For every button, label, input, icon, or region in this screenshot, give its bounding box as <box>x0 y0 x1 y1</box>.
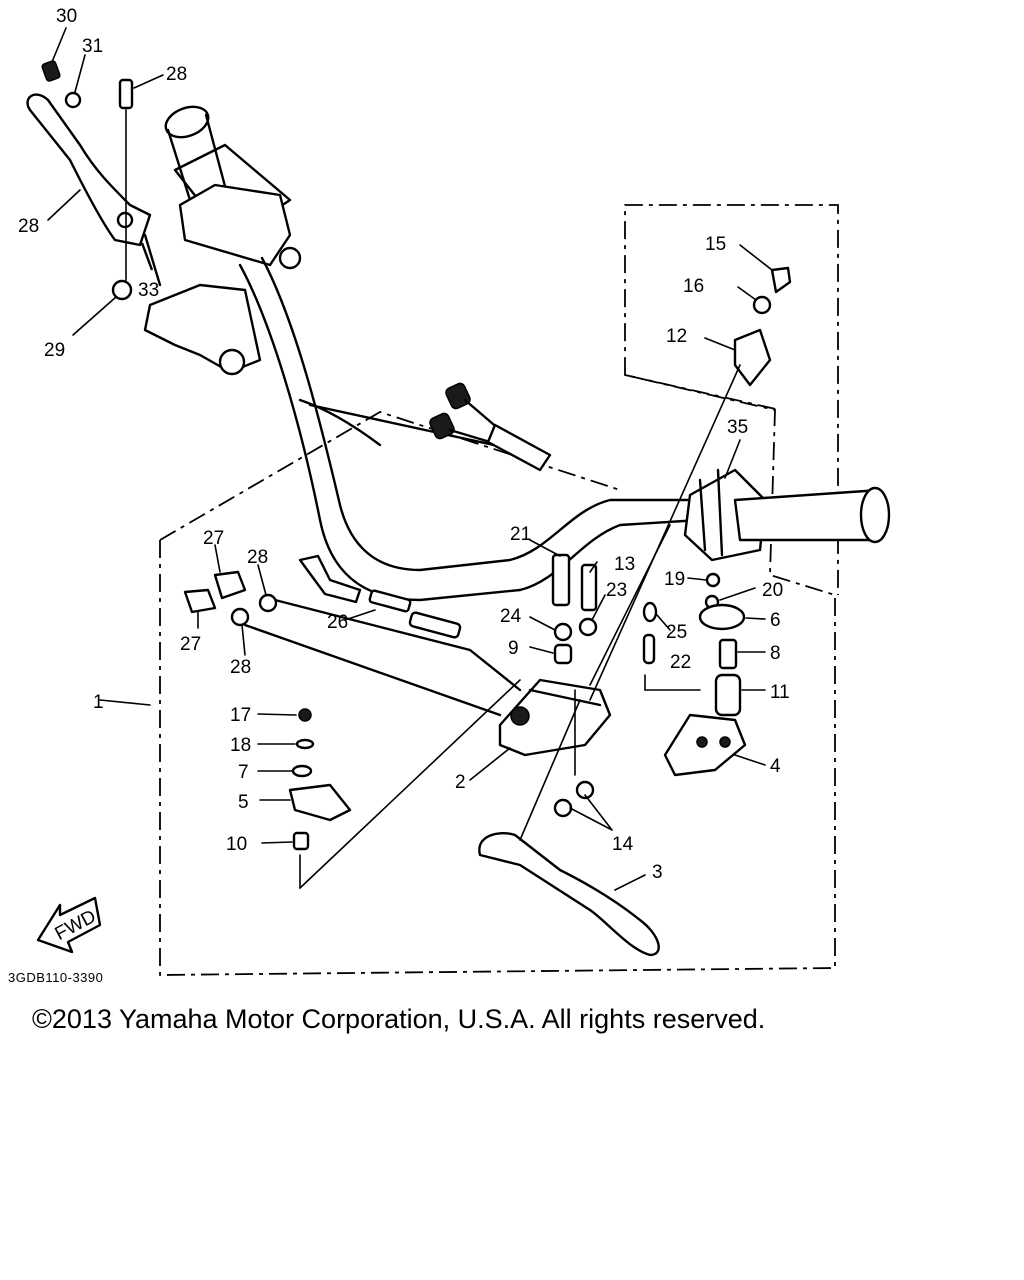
callout-28-upper: 28 <box>247 547 268 568</box>
nut-14a <box>553 798 573 818</box>
callout-23: 23 <box>606 580 627 601</box>
callout-33: 31 <box>82 36 103 57</box>
pin-22 <box>642 633 656 665</box>
brake-hose-26 <box>243 623 502 717</box>
nut-14b <box>575 780 595 800</box>
spring-11 <box>714 673 742 717</box>
washer-24 <box>553 622 573 642</box>
callout-29: 28 <box>18 216 39 237</box>
callout-35: 35 <box>727 417 748 438</box>
callout-19: 19 <box>664 569 685 590</box>
lever-holder-4 <box>663 713 747 777</box>
callout-2: 2 <box>455 772 466 793</box>
callout-8: 8 <box>770 643 781 664</box>
washer-23 <box>578 617 598 637</box>
diagram-canvas: FWD 30 31 28 28 33 29 15 16 12 35 21 13 … <box>18 6 891 976</box>
callout-28-lower: 28 <box>230 657 251 678</box>
nut-31 <box>111 279 133 301</box>
wire-connectors <box>429 382 552 472</box>
union-bolt-27a <box>213 570 247 600</box>
bolt-21 <box>551 553 571 607</box>
callout-22: 22 <box>670 652 691 673</box>
screw-19 <box>705 572 721 588</box>
bracket-5 <box>288 783 352 822</box>
callout-3: 3 <box>652 862 663 883</box>
callout-7: 7 <box>238 762 249 783</box>
wire-switch-lead <box>298 554 362 604</box>
callout-1: 1 <box>93 692 104 713</box>
callout-6: 6 <box>770 610 781 631</box>
switch-8 <box>718 638 738 670</box>
washer-33 <box>64 91 82 109</box>
callout-4: 4 <box>770 756 781 777</box>
gasket-28b <box>230 607 250 627</box>
master-cylinder-2 <box>498 678 612 757</box>
leader-lines <box>47 27 773 891</box>
callout-18: 18 <box>230 735 251 756</box>
gasket-28a <box>258 593 278 613</box>
nut-10 <box>292 831 310 851</box>
callout-25: 25 <box>666 622 687 643</box>
copyright-notice: ©2013 Yamaha Motor Corporation, U.S.A. A… <box>32 1004 766 1034</box>
right-switch-grip <box>683 468 891 562</box>
callout-15: 15 <box>705 234 726 255</box>
callout-24: 24 <box>500 606 522 627</box>
handlebar <box>143 105 702 602</box>
bolt-15 <box>770 266 792 294</box>
brake-lever-3 <box>478 832 660 957</box>
callout-32: 30 <box>56 6 77 27</box>
spring-34 <box>140 242 154 271</box>
callout-20: 20 <box>762 580 783 601</box>
callout-31: 29 <box>44 340 65 361</box>
clutch-lever-29 <box>26 93 162 287</box>
callout-11: 11 <box>770 682 790 703</box>
callout-10: 10 <box>226 834 247 855</box>
callout-21: 21 <box>510 524 531 545</box>
oring-25 <box>642 601 658 623</box>
drawing-code: 3GDB110-3390 <box>8 970 104 985</box>
callout-27-upper: 27 <box>203 528 224 549</box>
washer-7 <box>291 764 313 778</box>
callout-12: 12 <box>666 326 687 347</box>
callout-34: 33 <box>138 280 159 301</box>
screw-17 <box>298 708 312 722</box>
callout-13: 13 <box>614 554 635 575</box>
callout-30: 28 <box>166 64 187 85</box>
callout-17: 17 <box>230 705 251 726</box>
bolt-32 <box>41 60 61 82</box>
callout-27-lower: 27 <box>180 634 201 655</box>
washer-18 <box>295 738 315 750</box>
callout-9: 9 <box>508 638 519 659</box>
union-bolt-27b <box>183 588 217 614</box>
forward-arrow: FWD <box>36 896 102 954</box>
callout-numbers: 30 31 28 28 33 29 15 16 12 35 21 13 23 2… <box>18 6 790 883</box>
callout-14: 14 <box>612 834 634 855</box>
bolt-13 <box>580 563 598 612</box>
callout-16: 16 <box>683 276 704 297</box>
exploded-parts-diagram: FWD 30 31 28 28 33 29 15 16 12 35 21 13 … <box>18 6 891 976</box>
washer-16 <box>752 295 772 315</box>
bracket-12 <box>733 328 772 387</box>
wire-harness-boundary <box>159 411 621 541</box>
bolt-30 <box>118 78 134 110</box>
assembly-1-boundary <box>159 204 839 976</box>
plate-6 <box>698 603 746 631</box>
callout-26: 26 <box>327 612 348 633</box>
hose-26-upper <box>273 598 522 692</box>
bush-9 <box>553 643 573 665</box>
callout-5: 5 <box>238 792 249 813</box>
switch-group-boundary <box>624 374 781 411</box>
